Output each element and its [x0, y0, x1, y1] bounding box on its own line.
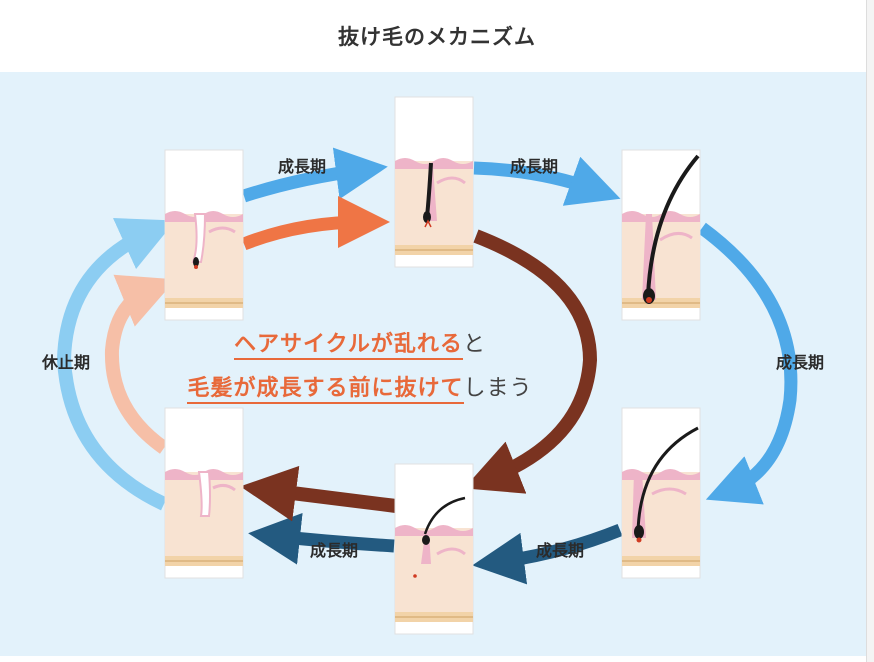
- header: 抜け毛のメカニズム: [0, 0, 874, 72]
- arrow-rest: [56, 218, 176, 511]
- tile-top-center: [394, 96, 474, 268]
- arrow-growth-top-left: [242, 147, 388, 203]
- message-line-2-tail: しまう: [463, 376, 533, 401]
- message-line-2: 毛髪が成長する前に抜けてしまう: [0, 370, 720, 404]
- label-growth-right: 成長期: [776, 353, 824, 372]
- message-line-1-tail: と: [462, 332, 486, 357]
- label-growth-top-left: 成長期: [278, 157, 326, 176]
- tile-bottom-center: [394, 463, 474, 635]
- arrow-early-shedding: [464, 229, 598, 494]
- arrow-growth-right: [698, 222, 798, 505]
- page-edge: [866, 0, 874, 662]
- message-line-2-highlight: 毛髪が成長する前に抜けて: [187, 376, 464, 404]
- tile-top-right: [621, 149, 701, 321]
- label-growth-top-right: 成長期: [510, 157, 558, 176]
- tile-top-left: [164, 149, 244, 321]
- label-growth-bottom-left: 成長期: [310, 541, 358, 560]
- message-line-1: ヘアサイクルが乱れると: [0, 326, 720, 360]
- arrow-growth-top-right: [473, 156, 621, 206]
- arrow-rest-inner: [104, 274, 176, 454]
- arrow-disrupted-start: [241, 196, 390, 251]
- tile-bottom-left: [164, 407, 244, 579]
- label-rest: 休止期: [41, 353, 90, 372]
- message-line-1-highlight: ヘアサイクルが乱れる: [234, 332, 463, 360]
- page-title: 抜け毛のメカニズム: [338, 25, 536, 49]
- arrow-early-shedding-2: [240, 465, 397, 522]
- arrow-growth-bottom-left: [248, 512, 395, 565]
- arrow-growth-bottom-right: [472, 523, 623, 585]
- tile-bottom-right: [621, 407, 701, 579]
- label-growth-bottom-right: 成長期: [536, 541, 584, 560]
